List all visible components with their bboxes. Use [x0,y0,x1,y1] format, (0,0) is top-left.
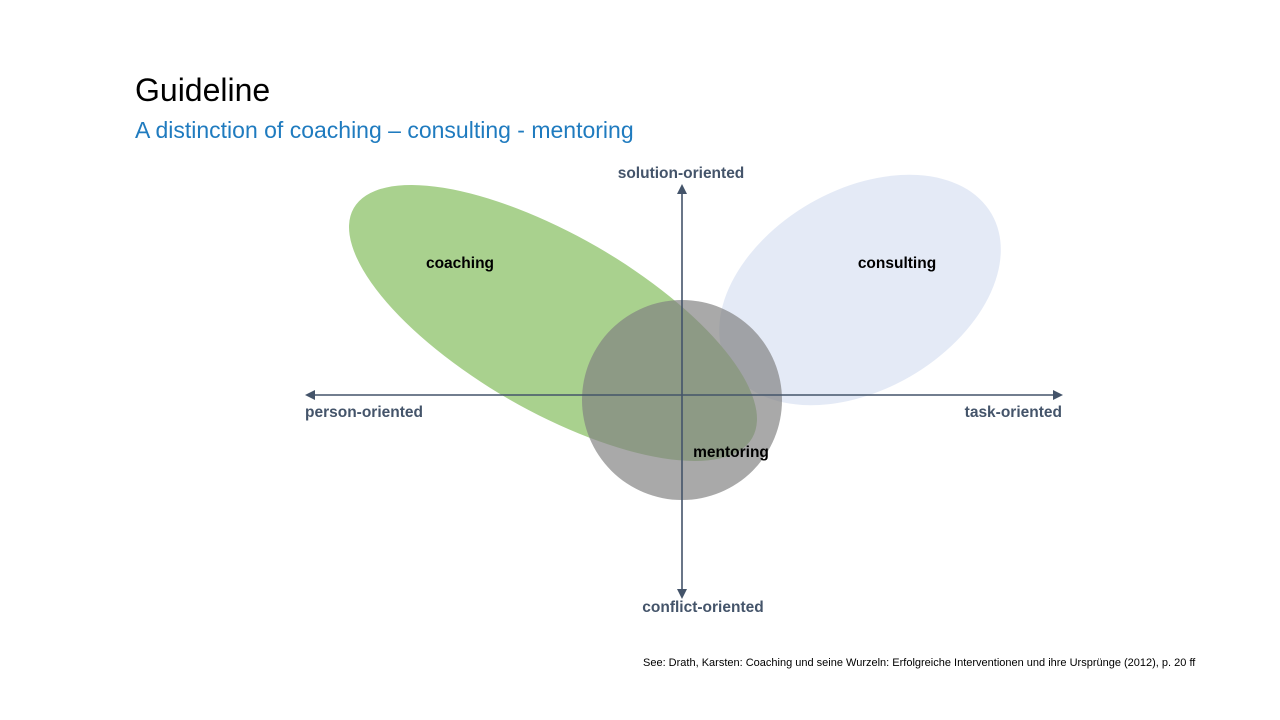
axis-label-solution-oriented: solution-oriented [618,165,745,182]
mentoring-label: mentoring [693,444,769,461]
coaching-label: coaching [426,255,494,272]
slide-title: Guideline [135,72,271,108]
consulting-label: consulting [858,255,936,272]
slide-subtitle: A distinction of coaching – consulting -… [135,117,634,143]
consulting-region [719,174,1001,406]
source-footnote: See: Drath, Karsten: Coaching und seine … [643,657,1196,669]
axis-label-person-oriented: person-oriented [305,404,423,421]
axis-label-task-oriented: task-oriented [965,404,1062,421]
axis-label-conflict-oriented: conflict-oriented [642,599,763,616]
